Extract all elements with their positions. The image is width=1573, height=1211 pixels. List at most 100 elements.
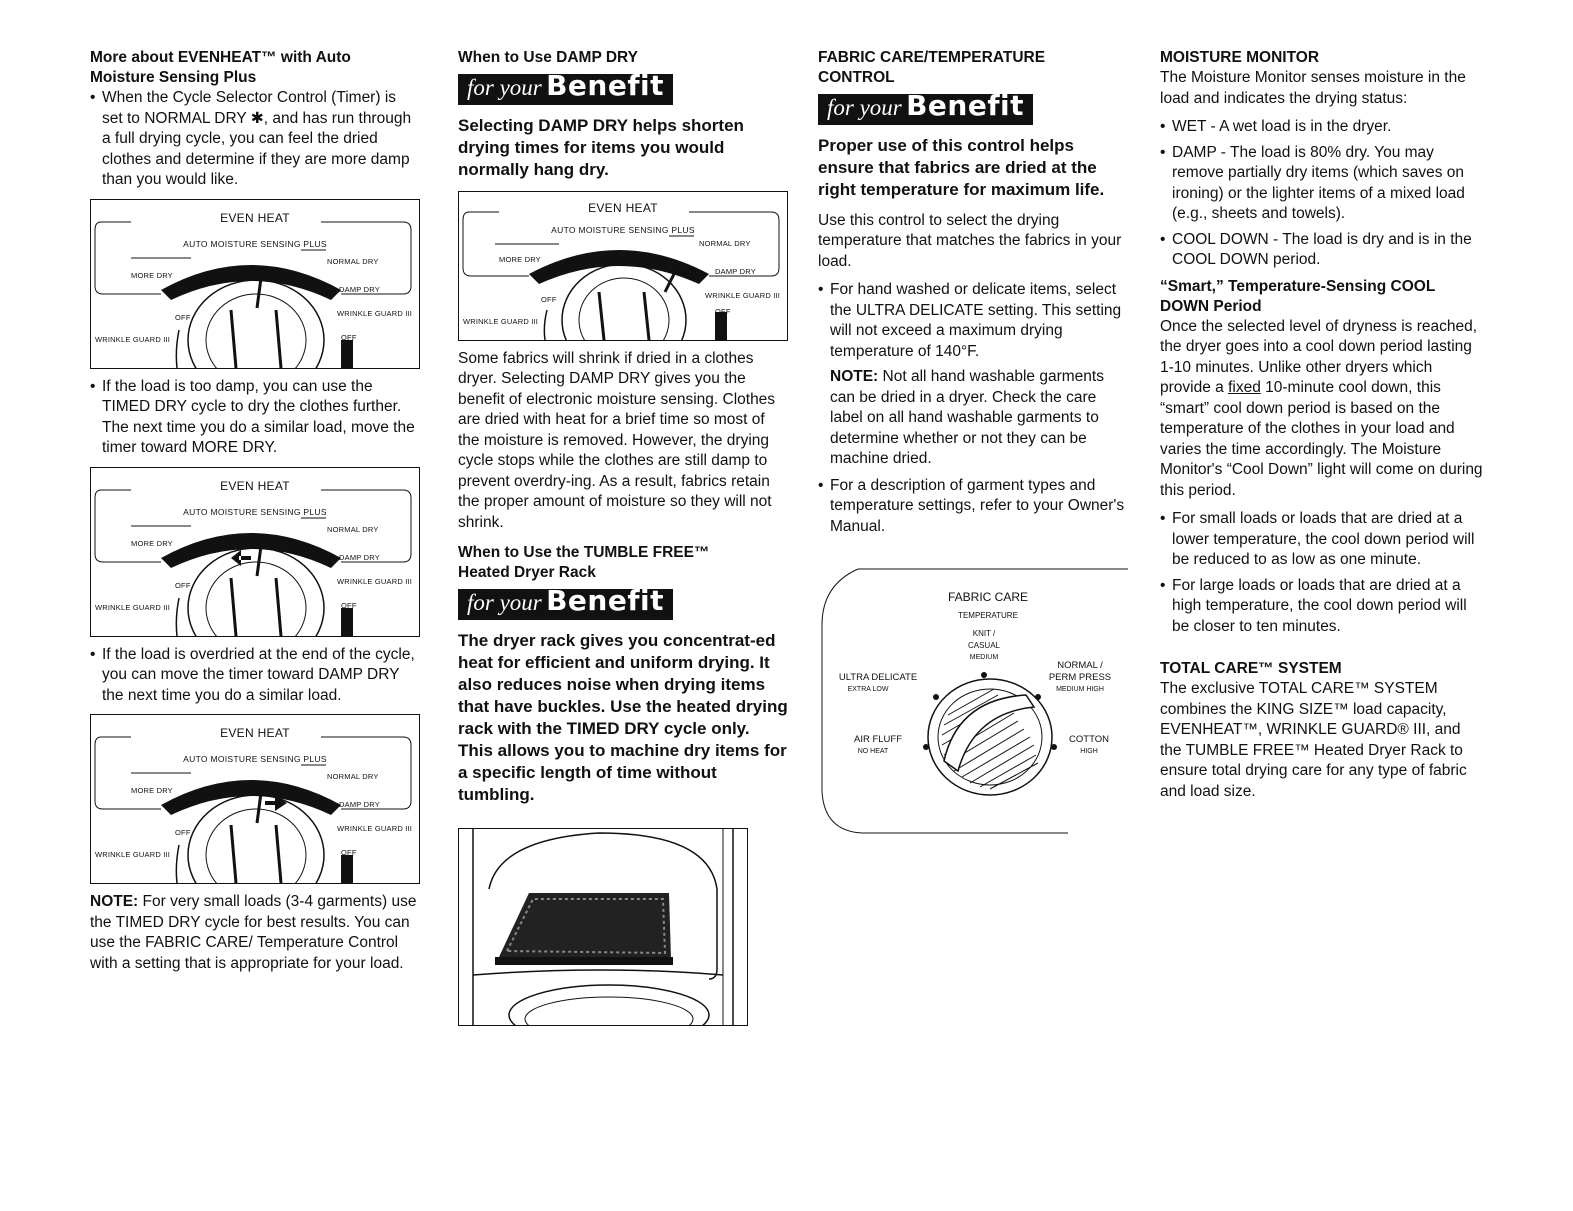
label-casual: CASUAL xyxy=(967,641,1000,650)
large-loads-bullet: For large loads or loads that are dried … xyxy=(1160,576,1485,638)
panel-title: EVEN HEAT xyxy=(220,210,290,225)
note-text: For very small loads (3-4 garments) use … xyxy=(90,893,417,972)
too-damp-bullet: If the load is too damp, you can use the… xyxy=(90,377,420,459)
label-medium-high: MEDIUM HIGH xyxy=(1056,686,1104,693)
fabric-care-heading-line2: CONTROL xyxy=(818,69,895,86)
timer-dial-graphic-normal xyxy=(94,221,412,368)
dryer-rack-benefit: The dryer rack gives you concentrat-ed h… xyxy=(458,630,788,804)
label-extra-low: EXTRA LOW xyxy=(847,686,889,693)
cool-down-text-a: Once the selected level of dryness is re… xyxy=(1160,317,1478,397)
damp-dry-benefit: Selecting DAMP DRY helps shorten drying … xyxy=(458,115,744,179)
panel-title: EVEN HEAT xyxy=(220,478,290,493)
timer-panel-normal: EVEN HEAT AUTO MOISTURE SENSING PLUS MOR… xyxy=(90,198,420,369)
label-normal-dry: NORMAL DRY xyxy=(327,256,379,266)
label-wrinkle-right: WRINKLE GUARD III xyxy=(337,824,413,833)
note-label: NOTE: xyxy=(830,368,879,385)
column-moisture-monitor: MOISTURE MONITOR The Moisture Monitor se… xyxy=(1160,48,1485,806)
label-off-right: OFF xyxy=(341,600,357,610)
status-cool-down-bullet: COOL DOWN - The load is dry and is in th… xyxy=(1160,230,1485,271)
label-damp-dry: DAMP DRY xyxy=(339,552,380,562)
label-damp-dry: DAMP DRY xyxy=(339,284,380,294)
smart-cool-down-heading: “Smart,” Temperature-Sensing COOL DOWN P… xyxy=(1160,277,1485,317)
for-your-benefit-badge: for your Benefit xyxy=(818,92,1033,125)
label-medium: MEDIUM xyxy=(969,654,999,661)
evenheat-heading: More about EVENHEAT™ with Auto Moisture … xyxy=(90,48,420,88)
label-more-dry: MORE DRY xyxy=(131,538,173,548)
hand-wash-note: NOTE: Not all hand washable garments can… xyxy=(818,367,1128,470)
fixed-underlined: fixed xyxy=(1228,379,1261,396)
label-wrinkle-right: WRINKLE GUARD III xyxy=(337,576,413,586)
cool-down-list: For small loads or loads that are dried … xyxy=(1160,509,1485,637)
smart-cool-down-paragraph: Once the selected level of dryness is re… xyxy=(1160,317,1485,502)
status-wet-bullet: WET - A wet load is in the dryer. xyxy=(1160,117,1485,138)
label-air-fluff: AIR FLUFF xyxy=(853,734,903,745)
damp-dry-heading: When to Use DAMP DRY xyxy=(458,49,638,66)
label-off-left: OFF xyxy=(175,580,191,590)
label-wrinkle-left: WRINKLE GUARD III xyxy=(95,334,171,344)
moisture-monitor-heading: MOISTURE MONITOR xyxy=(1160,49,1320,66)
fabric-care-title: FABRIC CARE xyxy=(947,590,1028,604)
total-care-paragraph: The exclusive TOTAL CARE™ SYSTEM combine… xyxy=(1160,680,1467,800)
timer-dial-graphic-damp-dry xyxy=(94,736,412,883)
evenheat-list: When the Cycle Selector Control (Timer) … xyxy=(90,88,420,191)
fabric-care-heading-line1: FABRIC CARE/TEMPERATURE xyxy=(818,49,1046,66)
label-wrinkle-left: WRINKLE GUARD III xyxy=(463,316,539,326)
benefit-script: for your xyxy=(467,590,542,615)
label-off-left: OFF xyxy=(175,312,191,322)
for-your-benefit-badge: for your Benefit xyxy=(458,587,673,620)
overdried-list: If the load is overdried at the end of t… xyxy=(90,645,420,707)
evenheat-heading-line2: Moisture Sensing Plus xyxy=(90,69,257,86)
dryer-rack-heading-line1: When to Use the TUMBLE FREE™ xyxy=(458,544,710,561)
smart-cool-down-heading-line1: “Smart,” Temperature-Sensing COOL xyxy=(1160,277,1436,295)
small-loads-note: NOTE: For very small loads (3-4 garments… xyxy=(90,892,420,974)
total-care-heading: TOTAL CARE™ SYSTEM xyxy=(1160,660,1342,677)
evenheat-heading-line1: More about EVENHEAT™ with Auto xyxy=(90,49,351,66)
dryer-rack-illustration xyxy=(458,827,748,1026)
too-damp-list: If the load is too damp, you can use the… xyxy=(90,377,420,459)
label-ultra-delicate: ULTRA DELICATE xyxy=(838,672,918,683)
timer-panel-damp-dry: EVEN HEAT AUTO MOISTURE SENSING PLUS MOR… xyxy=(90,714,420,884)
label-off-right: OFF xyxy=(341,332,357,342)
fabric-care-subtitle: TEMPERATURE xyxy=(958,611,1018,620)
smart-cool-down-heading-line2: DOWN Period xyxy=(1160,297,1262,315)
label-cotton: COTTON xyxy=(1069,734,1109,745)
label-perm-press: PERM PRESS xyxy=(1048,672,1112,683)
label-wrinkle-right: WRINKLE GUARD III xyxy=(705,290,781,300)
label-more-dry: MORE DRY xyxy=(131,270,173,280)
fabric-care-dial: FABRIC CARE TEMPERATURE KNIT / CASUAL ME… xyxy=(818,565,1128,835)
for-your-benefit-badge: for your Benefit xyxy=(458,72,673,105)
panel-subtitle: AUTO MOISTURE SENSING PLUS xyxy=(183,506,327,517)
label-off-right: OFF xyxy=(715,306,731,316)
label-damp-dry: DAMP DRY xyxy=(339,800,380,809)
label-off-left: OFF xyxy=(541,294,557,304)
label-more-dry: MORE DRY xyxy=(131,786,173,795)
owners-manual-bullet: For a description of garment types and t… xyxy=(818,476,1128,538)
moisture-status-list: WET - A wet load is in the dryer. DAMP -… xyxy=(1160,117,1485,271)
benefit-script: for your xyxy=(827,95,902,120)
owner-manual-list: For a description of garment types and t… xyxy=(818,476,1128,538)
overdried-bullet: If the load is overdried at the end of t… xyxy=(90,645,420,707)
cool-down-text-b: 10-minute cool down, this “smart” cool d… xyxy=(1160,379,1483,499)
label-normal-dry: NORMAL DRY xyxy=(699,238,751,248)
column-damp-dry: When to Use DAMP DRY for your Benefit Se… xyxy=(458,48,788,1026)
moisture-monitor-intro: The Moisture Monitor senses moisture in … xyxy=(1160,69,1466,107)
dryer-rack-heading-line2: Heated Dryer Rack xyxy=(458,564,596,581)
fabric-care-benefit: Proper use of this control helps ensure … xyxy=(818,135,1105,199)
note-text: Not all hand washable garments can be dr… xyxy=(830,368,1104,467)
label-knit: KNIT / xyxy=(972,629,996,638)
timer-panel-damp-dry-setting: EVEN HEAT AUTO MOISTURE SENSING PLUS MOR… xyxy=(458,190,788,341)
label-off-left: OFF xyxy=(175,828,191,837)
label-off-right: OFF xyxy=(341,848,357,857)
panel-title: EVEN HEAT xyxy=(220,726,290,740)
fabric-care-paragraph: Use this control to select the drying te… xyxy=(818,211,1122,270)
normal-dry-bullet: When the Cycle Selector Control (Timer) … xyxy=(90,88,420,191)
column-fabric-care: FABRIC CARE/TEMPERATURE CONTROL for your… xyxy=(818,48,1128,835)
dryer-rack-graphic xyxy=(472,828,734,1025)
timer-panel-more-dry: EVEN HEAT AUTO MOISTURE SENSING PLUS MOR… xyxy=(90,466,420,637)
label-normal-dry: NORMAL DRY xyxy=(327,772,379,781)
label-no-heat: NO HEAT xyxy=(857,748,889,755)
label-wrinkle-right: WRINKLE GUARD III xyxy=(337,308,413,318)
label-normal: NORMAL / xyxy=(1057,660,1103,671)
dryer-rack-heading: When to Use the TUMBLE FREE™ Heated Drye… xyxy=(458,543,788,583)
column-evenheat: More about EVENHEAT™ with Auto Moisture … xyxy=(90,48,420,978)
